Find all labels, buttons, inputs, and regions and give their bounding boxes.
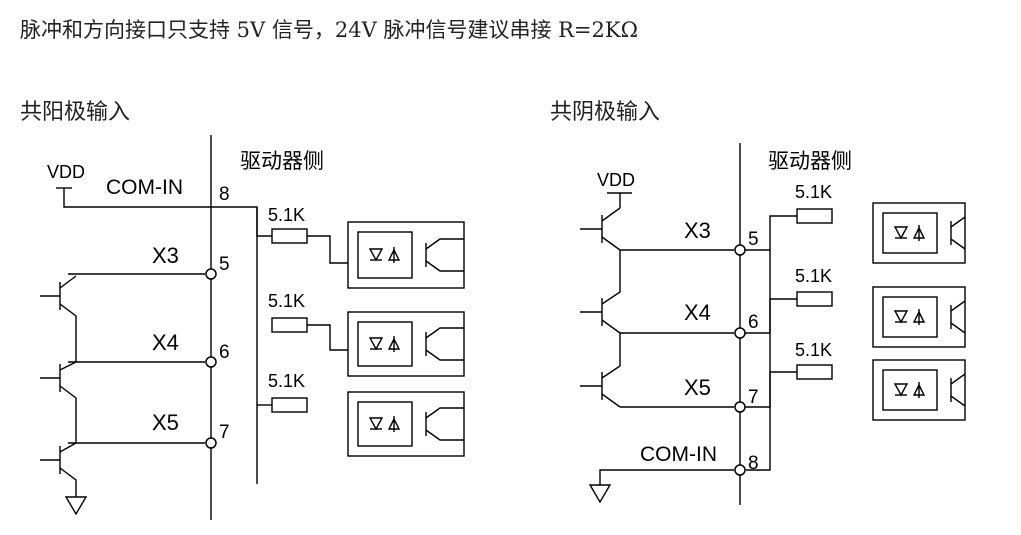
terminal-com-in <box>734 464 746 476</box>
optocoupler-group <box>347 202 966 457</box>
resistor-x5 <box>271 397 308 413</box>
optocoupler <box>872 202 966 264</box>
terminal-x3 <box>734 244 746 256</box>
right-section-title: 共阴极输入 <box>550 100 661 125</box>
resistor-label-x5: 5.1K <box>268 371 305 391</box>
pin-number-x5: 7 <box>219 422 230 443</box>
pin-number-x3: 5 <box>219 254 230 275</box>
optocoupler <box>347 311 465 377</box>
npn-transistor <box>40 442 77 497</box>
optocoupler <box>347 221 465 289</box>
resistor-label-x4: 5.1K <box>268 291 305 311</box>
resistor-label-x5: 5.1K <box>795 340 832 360</box>
resistor-wire-x3 <box>740 215 797 251</box>
vdd-label: VDD <box>597 170 635 190</box>
npn-transistor <box>40 361 77 443</box>
cathode-rail <box>746 250 771 471</box>
resistor-x4 <box>271 317 308 333</box>
vdd-label: VDD <box>47 162 85 182</box>
npn-transistor <box>40 275 77 362</box>
resistor-x4 <box>796 291 833 307</box>
com-in-wire <box>599 469 734 485</box>
terminal-x3 <box>205 268 217 280</box>
npn-transistor <box>580 207 621 251</box>
optocoupler <box>347 391 465 457</box>
com-in-wire <box>63 188 211 208</box>
interface-note: 脉冲和方向接口只支持 5V 信号，24V 脉冲信号建议串接 R=2KΩ <box>20 18 638 42</box>
terminal-x5 <box>734 401 746 413</box>
pin-number-x4: 6 <box>748 312 759 333</box>
npn-transistor <box>580 250 621 334</box>
resistor-label-x3: 5.1K <box>795 182 832 202</box>
terminal-x5 <box>205 437 217 449</box>
resistor-x5 <box>796 364 833 380</box>
optocoupler <box>872 359 966 421</box>
resistor-label-x3: 5.1K <box>268 205 305 225</box>
common-anode-circuit: 驱动器侧 VDD COM-IN 8 X3 5 5.1K X4 6 5.1K X5… <box>40 135 348 520</box>
left-section-title: 共阳极输入 <box>20 100 131 125</box>
pin-number-x5: 7 <box>748 387 759 408</box>
resistor-x3 <box>796 208 833 224</box>
resistor-wire-x3 <box>307 235 348 264</box>
signal-label-x4: X4 <box>684 300 711 325</box>
pin-number-x3: 5 <box>748 229 759 250</box>
signal-label-x3: X3 <box>152 243 179 268</box>
npn-transistor <box>580 333 621 408</box>
driver-side-label: 驱动器侧 <box>768 150 852 173</box>
common-cathode-circuit: 驱动器侧 VDD X3 5 5.1K X4 6 5.1K X5 7 5.1K C… <box>580 143 852 505</box>
optocoupler <box>872 286 966 348</box>
terminal-x4 <box>205 356 217 368</box>
resistor-label-x4: 5.1K <box>795 266 832 286</box>
ground-icon <box>588 484 612 504</box>
ground-icon <box>64 496 88 516</box>
resistor-x3 <box>271 228 308 244</box>
com-in-label: COM-IN <box>106 176 183 199</box>
signal-label-x5: X5 <box>152 410 179 435</box>
signal-label-x3: X3 <box>684 218 711 243</box>
pin-number-x4: 6 <box>219 342 230 363</box>
com-in-pin: 8 <box>219 184 230 205</box>
resistor-wire-x4 <box>307 324 348 351</box>
signal-label-x5: X5 <box>684 375 711 400</box>
com-in-label: COM-IN <box>640 443 717 466</box>
com-in-pin: 8 <box>748 453 759 474</box>
driver-side-label: 驱动器侧 <box>240 150 324 173</box>
terminal-x4 <box>734 327 746 339</box>
signal-label-x4: X4 <box>152 330 179 355</box>
anode-supply-wire <box>211 206 272 237</box>
